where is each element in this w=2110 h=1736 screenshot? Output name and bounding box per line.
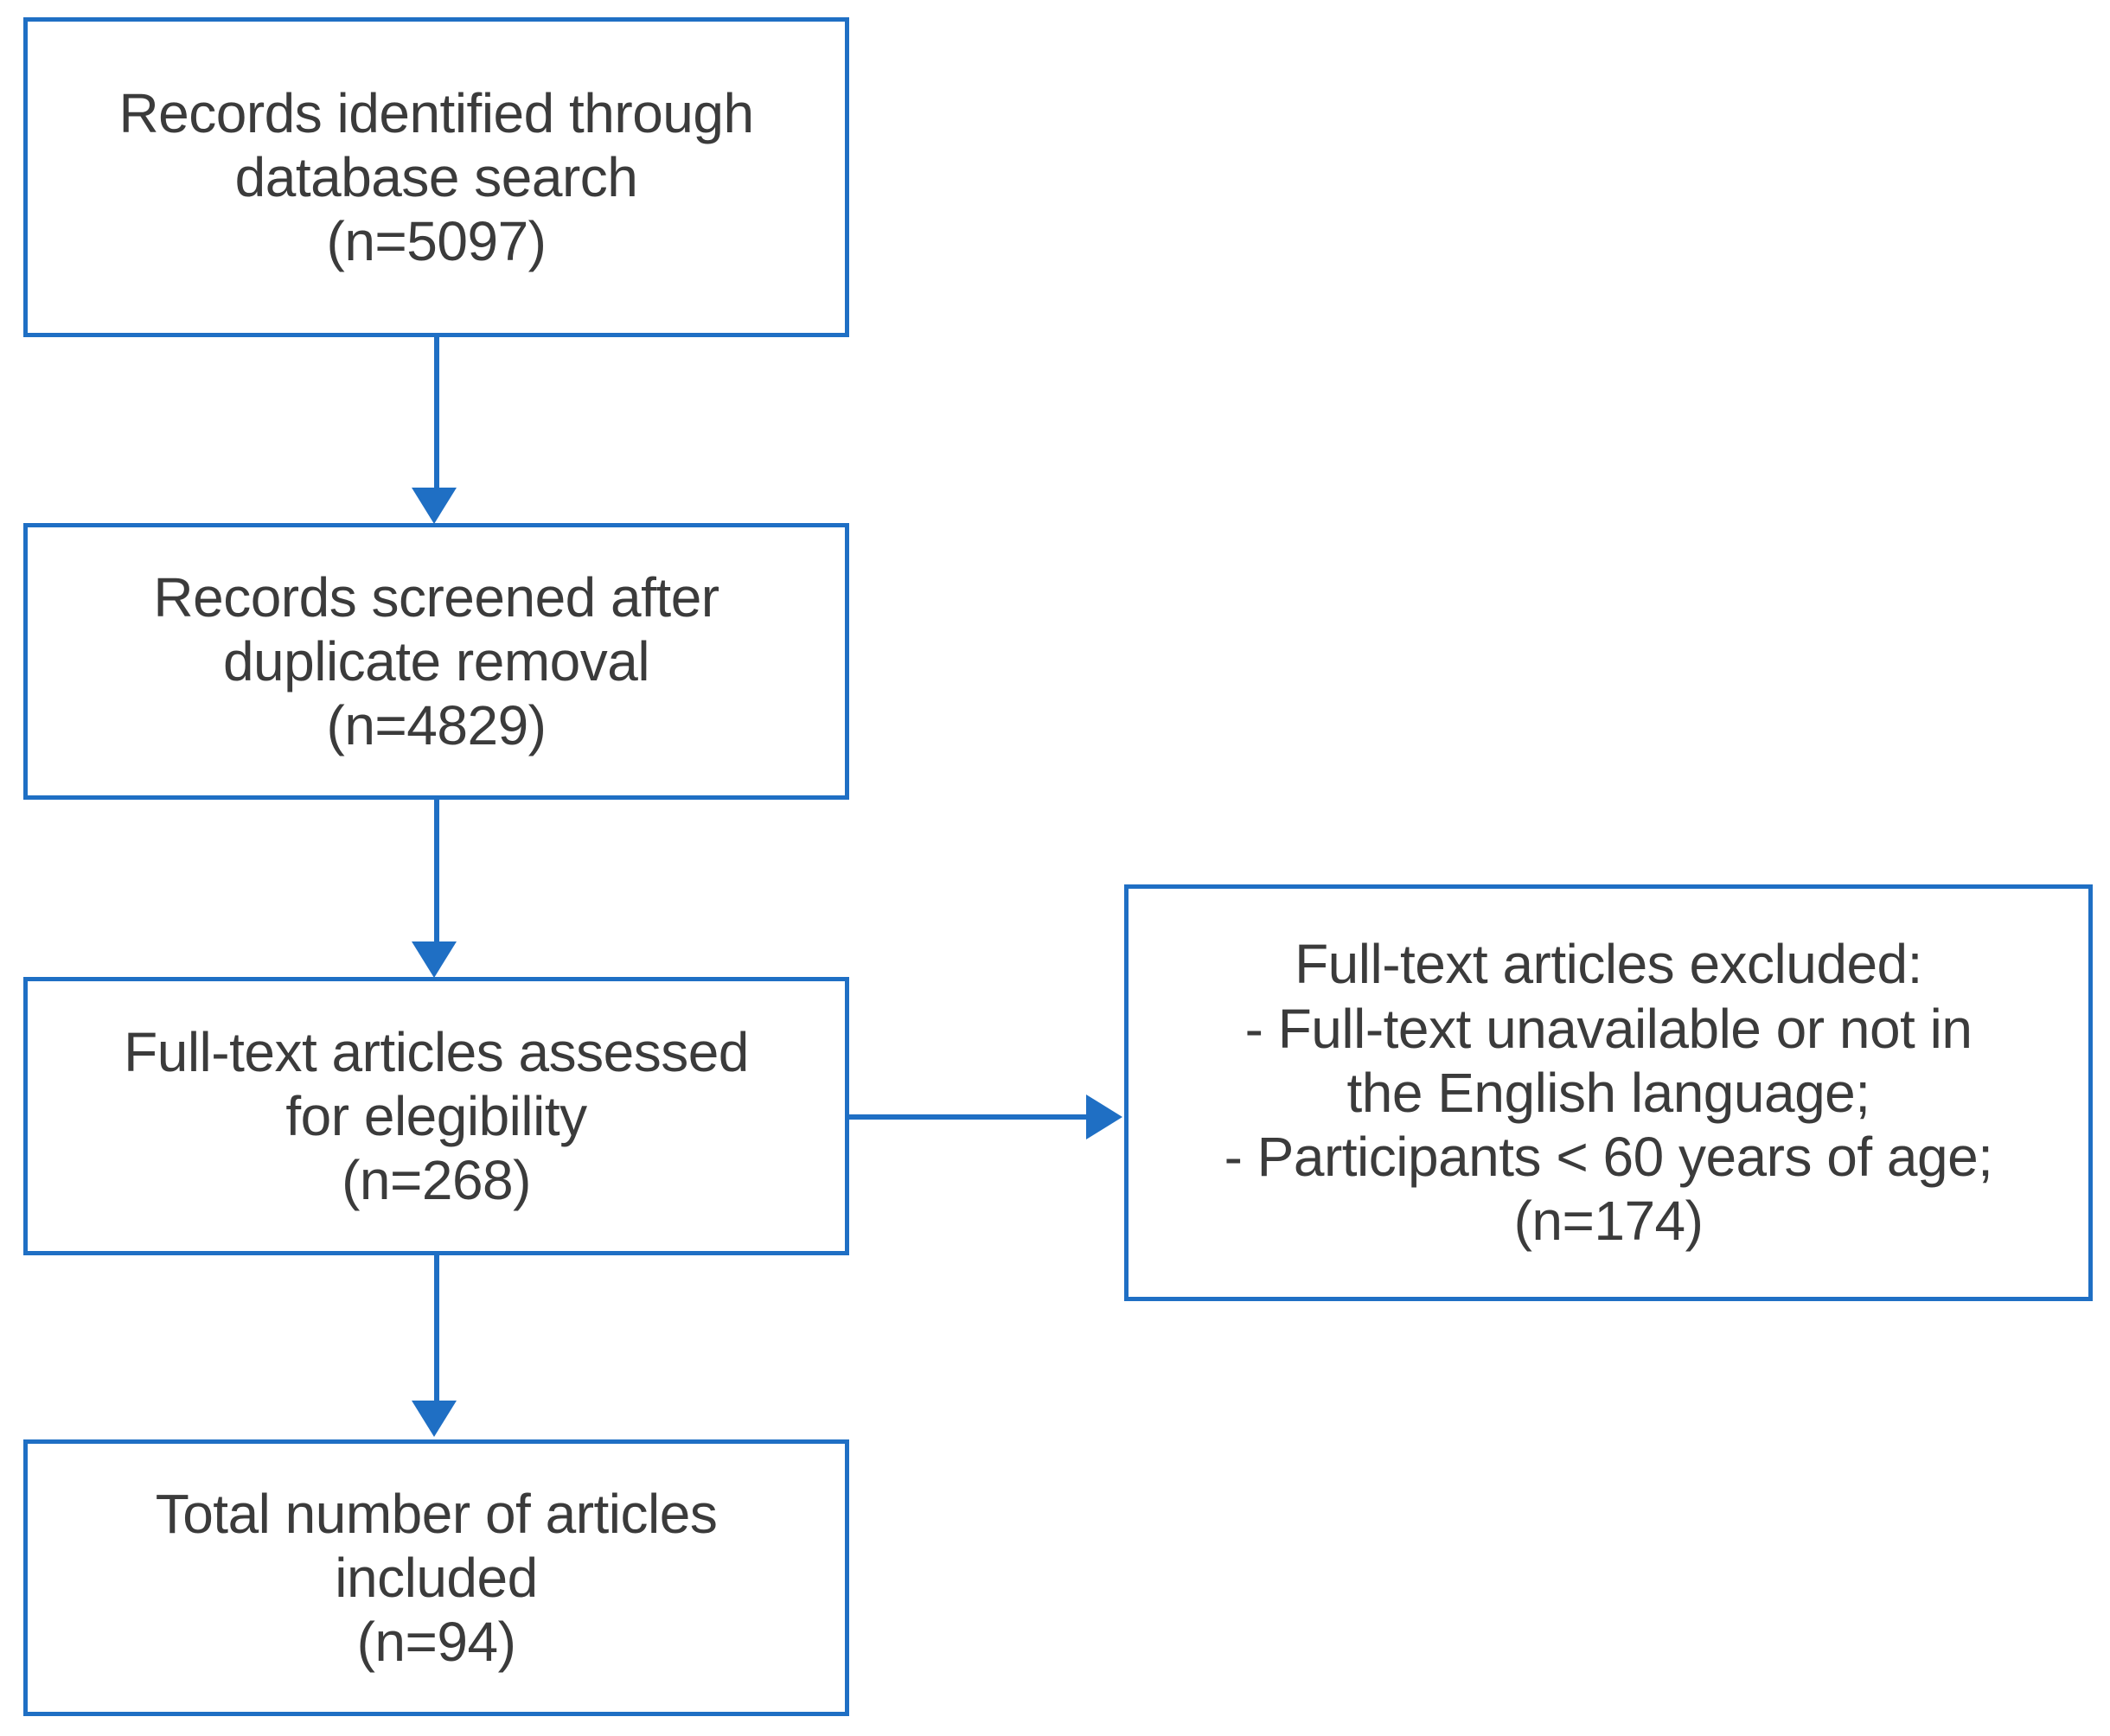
node-records-identified: Records identified through database sear…: [23, 17, 849, 337]
edge-identified-screened-line: [434, 337, 439, 493]
edge-assessed-included-arrowhead-icon: [412, 1401, 457, 1437]
node-fulltext-excluded-label: Full-text articles excluded: - Full-text…: [1224, 933, 1993, 1253]
node-fulltext-assessed: Full-text articles assessed for elegibil…: [23, 977, 849, 1255]
node-records-identified-label: Records identified through database sear…: [118, 81, 754, 273]
edge-assessed-excluded-line: [849, 1114, 1088, 1120]
edge-screened-assessed-arrowhead-icon: [412, 941, 457, 978]
node-articles-included: Total number of articles included (n=94): [23, 1439, 849, 1716]
edge-assessed-included-line: [434, 1255, 439, 1404]
node-records-screened-label: Records screened after duplicate removal…: [153, 565, 719, 757]
node-articles-included-label: Total number of articles included (n=94): [155, 1482, 718, 1674]
edge-screened-assessed-line: [434, 800, 439, 947]
node-fulltext-excluded: Full-text articles excluded: - Full-text…: [1124, 884, 2093, 1301]
node-records-screened: Records screened after duplicate removal…: [23, 523, 849, 800]
node-fulltext-assessed-label: Full-text articles assessed for elegibil…: [124, 1020, 749, 1212]
edge-assessed-excluded-arrowhead-icon: [1086, 1095, 1122, 1139]
edge-identified-screened-arrowhead-icon: [412, 488, 457, 524]
